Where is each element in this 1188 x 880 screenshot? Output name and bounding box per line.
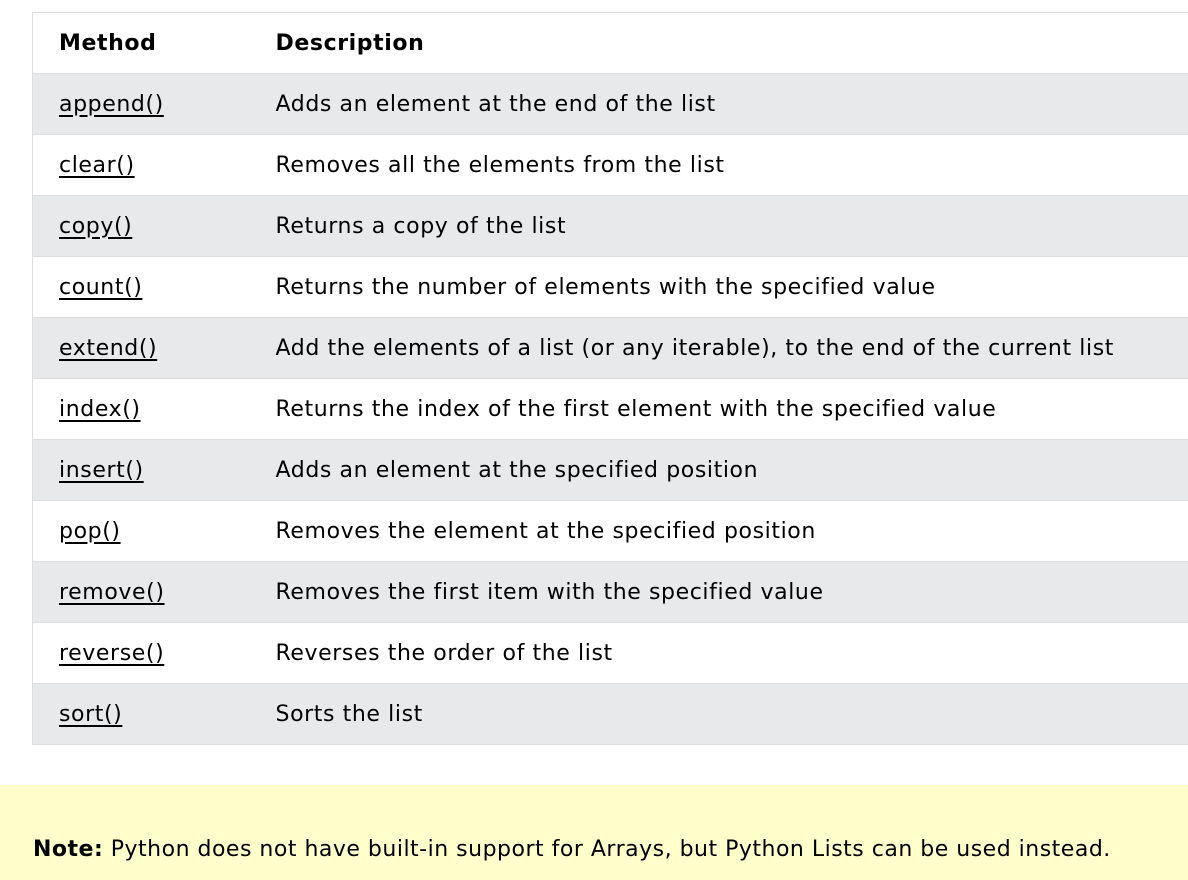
- method-cell: append(): [32, 73, 250, 135]
- method-cell: copy(): [32, 195, 250, 257]
- column-header-method: Method: [32, 12, 250, 74]
- method-link-pop[interactable]: pop(): [59, 518, 121, 544]
- method-cell: count(): [32, 256, 250, 318]
- description-cell: Returns the index of the first element w…: [249, 378, 1188, 440]
- note-label: Note:: [33, 837, 104, 862]
- method-link-copy[interactable]: copy(): [59, 213, 133, 239]
- note-panel: Note: Python does not have built-in supp…: [0, 785, 1188, 880]
- method-link-insert[interactable]: insert(): [59, 457, 144, 483]
- method-link-extend[interactable]: extend(): [59, 335, 158, 361]
- table-row: remove() Removes the first item with the…: [32, 561, 1188, 623]
- method-cell: remove(): [32, 561, 250, 623]
- description-cell: Adds an element at the specified positio…: [249, 439, 1188, 501]
- description-cell: Removes the element at the specified pos…: [249, 500, 1188, 562]
- table-row: clear() Removes all the elements from th…: [32, 134, 1188, 196]
- method-cell: clear(): [32, 134, 250, 196]
- description-cell: Returns the number of elements with the …: [249, 256, 1188, 318]
- method-cell: extend(): [32, 317, 250, 379]
- method-cell: reverse(): [32, 622, 250, 684]
- method-link-sort[interactable]: sort(): [59, 701, 123, 727]
- table-row: reverse() Reverses the order of the list: [32, 622, 1188, 684]
- method-link-index[interactable]: index(): [59, 396, 141, 422]
- table-row: copy() Returns a copy of the list: [32, 195, 1188, 257]
- column-header-description: Description: [249, 12, 1188, 74]
- table-row: sort() Sorts the list: [32, 683, 1188, 745]
- method-cell: pop(): [32, 500, 250, 562]
- table-row: pop() Removes the element at the specifi…: [32, 500, 1188, 562]
- note-text: Note: Python does not have built-in supp…: [33, 837, 1111, 862]
- method-cell: sort(): [32, 683, 250, 745]
- method-cell: index(): [32, 378, 250, 440]
- description-cell: Reverses the order of the list: [249, 622, 1188, 684]
- method-link-count[interactable]: count(): [59, 274, 143, 300]
- description-cell: Removes the first item with the specifie…: [249, 561, 1188, 623]
- description-cell: Sorts the list: [249, 683, 1188, 745]
- table-row: append() Adds an element at the end of t…: [32, 73, 1188, 135]
- table-row: insert() Adds an element at the specifie…: [32, 439, 1188, 501]
- method-link-append[interactable]: append(): [59, 91, 164, 117]
- description-cell: Returns a copy of the list: [249, 195, 1188, 257]
- list-methods-table: Method Description append() Adds an elem…: [32, 12, 1188, 745]
- method-link-clear[interactable]: clear(): [59, 152, 135, 178]
- method-cell: insert(): [32, 439, 250, 501]
- description-cell: Add the elements of a list (or any itera…: [249, 317, 1188, 379]
- method-link-remove[interactable]: remove(): [59, 579, 165, 605]
- description-cell: Removes all the elements from the list: [249, 134, 1188, 196]
- table-row: index() Returns the index of the first e…: [32, 378, 1188, 440]
- description-cell: Adds an element at the end of the list: [249, 73, 1188, 135]
- table-row: extend() Add the elements of a list (or …: [32, 317, 1188, 379]
- table-header-row: Method Description: [32, 12, 1188, 74]
- note-body: Python does not have built-in support fo…: [103, 837, 1111, 862]
- method-link-reverse[interactable]: reverse(): [59, 640, 165, 666]
- table-row: count() Returns the number of elements w…: [32, 256, 1188, 318]
